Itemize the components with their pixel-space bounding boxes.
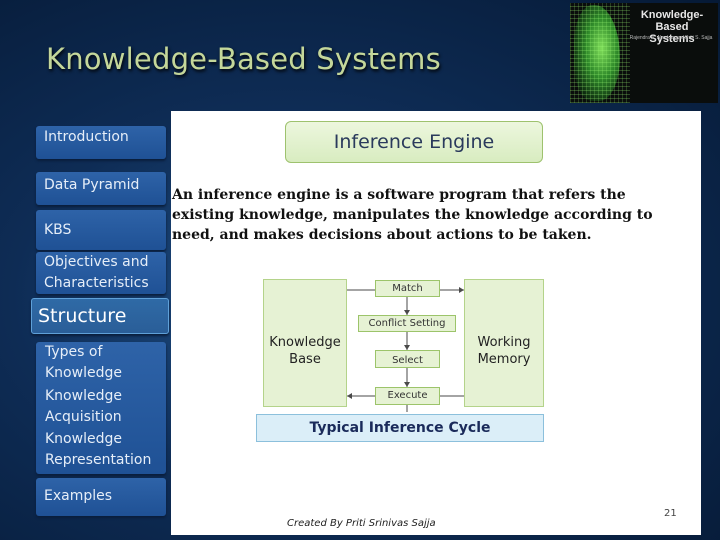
nav-label: Objectives and — [44, 254, 149, 270]
working-memory-box: Working Memory — [464, 279, 544, 407]
diagram-caption: Typical Inference Cycle — [256, 414, 544, 442]
credit-text: Created By Priti Srinivas Sajja — [287, 518, 436, 529]
step-select: Select — [375, 350, 440, 368]
nav-label: Types of — [45, 344, 103, 360]
nav-examples[interactable]: Examples — [36, 478, 166, 516]
nav-group-knowledge — [36, 342, 166, 474]
cover-title-line-2: Systems — [649, 33, 695, 45]
step-label: Execute — [387, 390, 428, 401]
nav-types-of-knowledge[interactable]: Types of Knowledge — [45, 342, 122, 384]
nav-label: Examples — [44, 488, 113, 504]
step-label: Select — [392, 355, 423, 366]
nav-knowledge-acquisition[interactable]: Knowledge Acquisition — [45, 386, 122, 428]
arrow-head — [347, 393, 352, 399]
cover-title-line-1: Knowledge-Based — [640, 9, 704, 33]
page-number: 21 — [664, 508, 677, 519]
cover-title: Knowledge-Based Systems — [628, 9, 716, 45]
nav-label: Characteristics — [44, 275, 149, 291]
arrow-head — [459, 287, 464, 293]
step-conflict-setting: Conflict Setting — [358, 315, 456, 332]
description-text: An inference engine is a software progra… — [172, 187, 653, 243]
nav-label: Knowledge — [45, 431, 122, 447]
nav-label: Knowledge — [45, 388, 122, 404]
face-graphic — [574, 5, 620, 101]
working-memory-label: Memory — [477, 352, 531, 367]
step-label: Conflict Setting — [368, 318, 446, 329]
working-memory-label: Working — [477, 335, 531, 350]
cover-authors: Rajendra A. Akerkar and Priti S. Sajja — [629, 35, 713, 41]
arrow-head — [404, 382, 410, 387]
book-cover-image: Knowledge-Based Systems Rajendra A. Aker… — [570, 3, 718, 103]
knowledge-base-box: Knowledge Base — [263, 279, 347, 407]
nav-label: Representation — [45, 452, 152, 468]
step-match: Match — [375, 280, 440, 297]
nav-label: Introduction — [44, 129, 129, 145]
nav-label: Data Pyramid — [44, 177, 140, 193]
nav-data-pyramid[interactable]: Data Pyramid — [36, 172, 166, 205]
nav-objectives[interactable]: Objectives and Characteristics — [36, 252, 166, 294]
grid-graphic — [570, 3, 630, 103]
section-heading: Inference Engine — [285, 121, 543, 163]
nav-label: KBS — [44, 222, 72, 238]
nav-label: Structure — [38, 305, 127, 327]
slide-title: Knowledge-Based Systems — [46, 42, 441, 76]
nav-label: Knowledge — [45, 365, 122, 381]
nav-label: Acquisition — [45, 409, 122, 425]
arrow-head — [404, 345, 410, 350]
nav-knowledge-representation[interactable]: Knowledge Representation — [45, 429, 151, 471]
knowledge-base-label: Knowledge — [269, 335, 341, 350]
nav-structure[interactable]: Structure — [31, 298, 169, 334]
nav-kbs[interactable]: KBS — [36, 210, 166, 250]
nav-introduction[interactable]: Introduction — [36, 126, 166, 159]
step-execute: Execute — [375, 387, 440, 405]
knowledge-base-label: Base — [289, 352, 321, 367]
step-label: Match — [392, 283, 423, 294]
arrow-head — [404, 310, 410, 315]
